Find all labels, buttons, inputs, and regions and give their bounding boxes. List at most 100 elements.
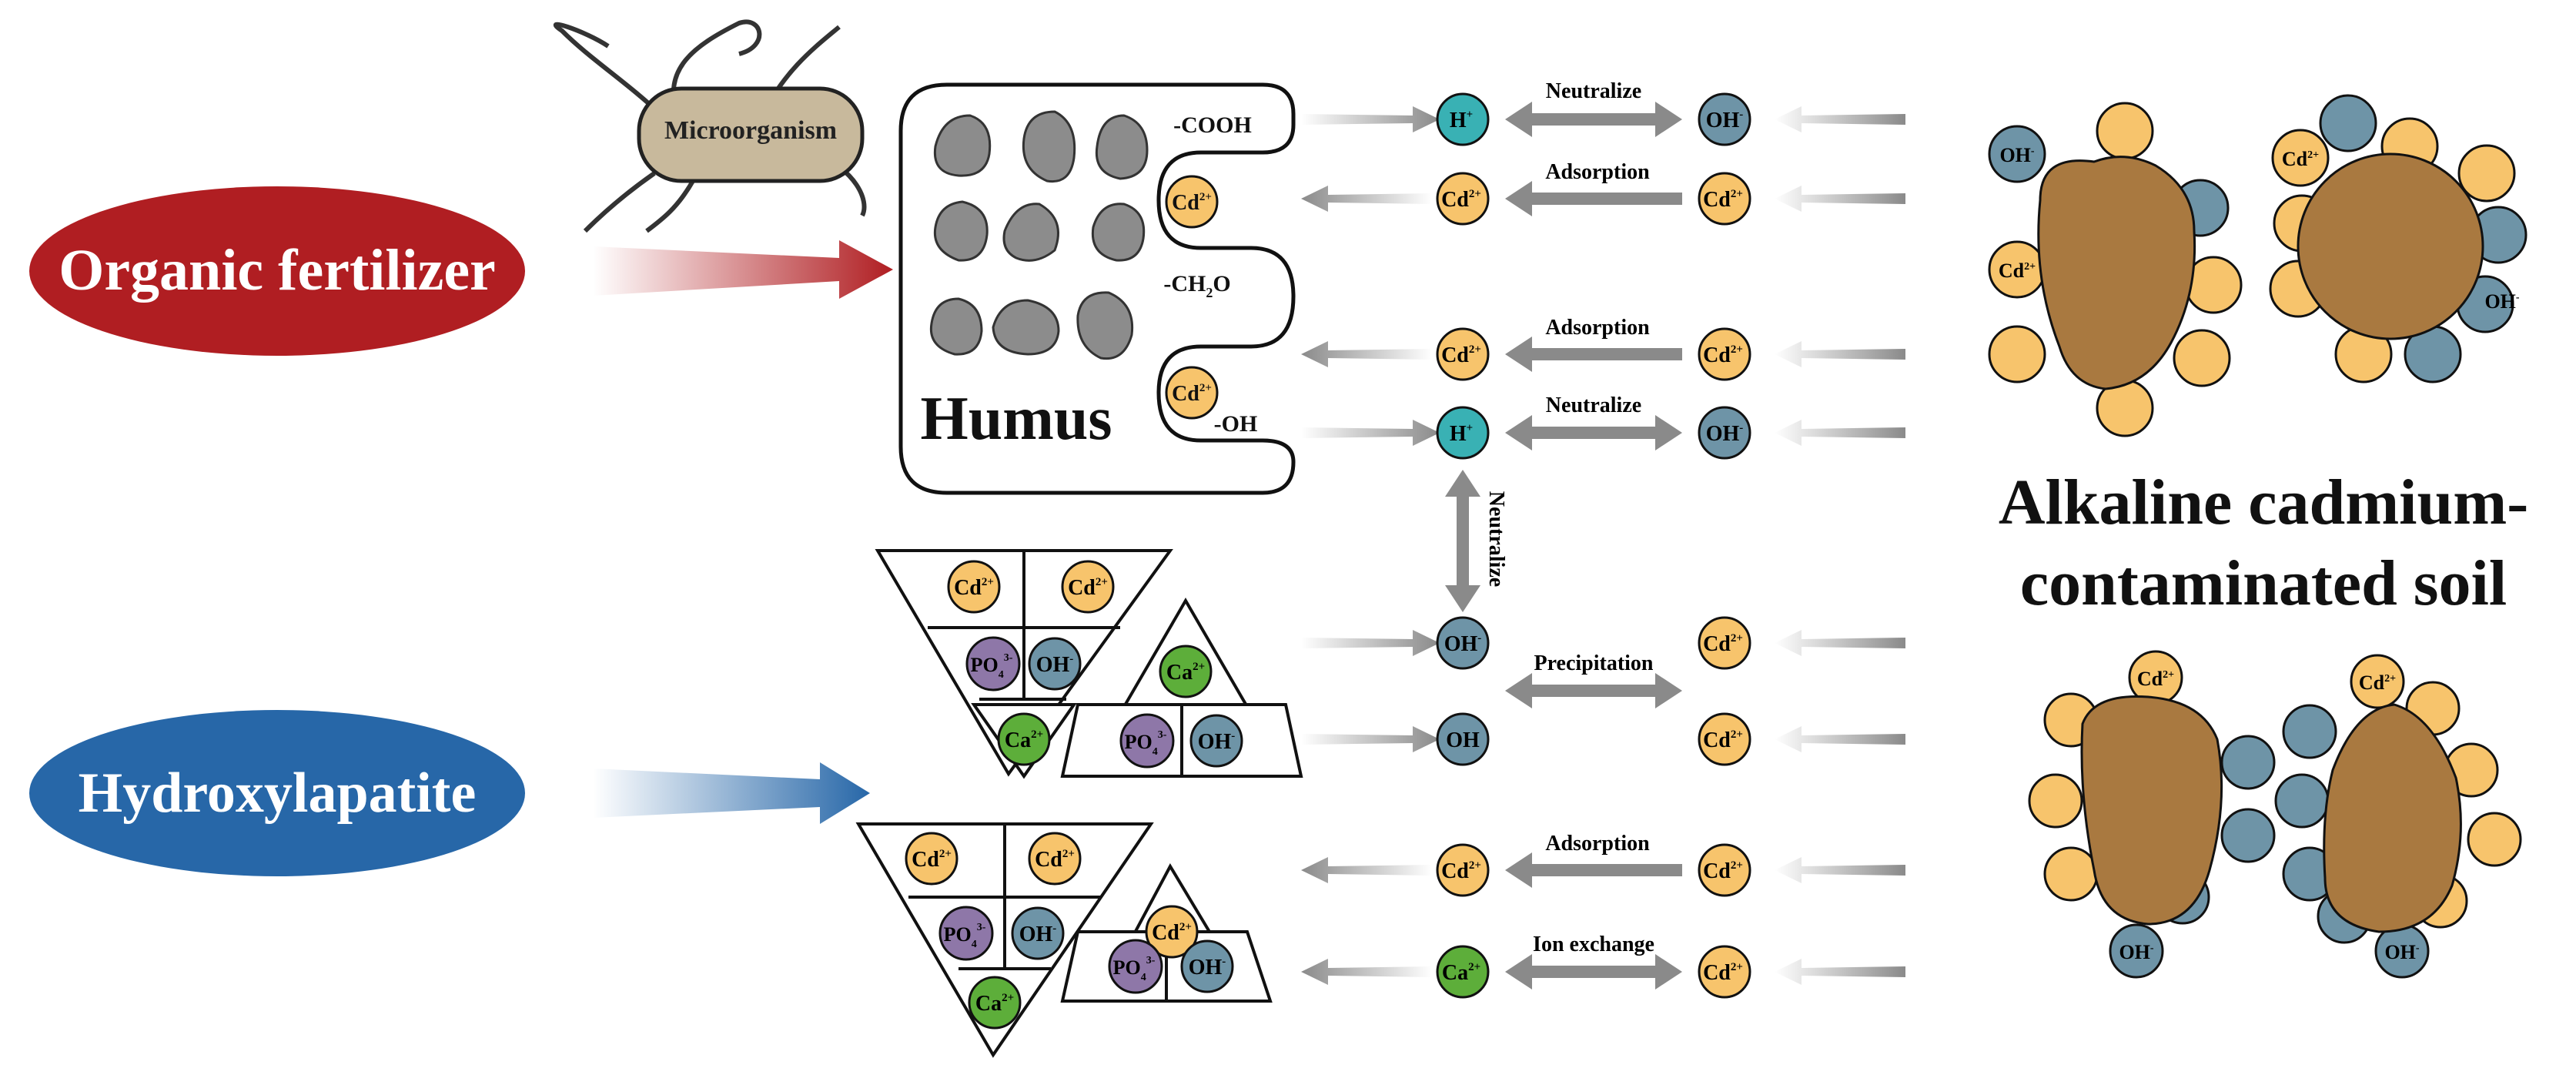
group-oh: -OH [1214, 411, 1258, 437]
gray-arrow-left [1301, 959, 1432, 985]
crystal-ca-ion: Ca2+ [1159, 645, 1213, 698]
pebble [1076, 291, 1134, 360]
cd-ion: Cd2+ [1698, 945, 1751, 999]
single-arrow-left [1505, 337, 1682, 372]
group-cooh: -COOH [1173, 112, 1252, 138]
flagellum-1 [553, 22, 672, 126]
svg-text:Cd2+: Cd2+ [2359, 671, 2396, 694]
single-arrow-left [1505, 181, 1682, 216]
reaction-label: Adsorption [1545, 832, 1650, 856]
single-arrow-left [1505, 852, 1682, 888]
crystal-oh-ion: OH- [1180, 939, 1234, 993]
svg-text:OH-: OH- [2119, 941, 2153, 963]
svg-text:Cd2+: Cd2+ [1068, 576, 1108, 600]
reaction-label: Ion exchange [1533, 933, 1654, 956]
gray-arrow-left [1301, 857, 1432, 883]
soil-blob [2323, 703, 2462, 933]
reaction-row-adsorption-1: Cd2+ Adsorption Cd2+ [1301, 160, 1905, 226]
svg-text:OH-: OH- [1444, 632, 1482, 656]
flagellum-4 [583, 171, 656, 233]
reaction-row-neutralize-1: H+ Neutralize OH- [1301, 79, 1905, 146]
gray-arrow-left [1301, 186, 1432, 212]
svg-text:Ca2+: Ca2+ [1005, 728, 1043, 752]
gray-arrow-left [1775, 959, 1905, 985]
crystal-oh-ion: OH- [1011, 906, 1065, 960]
gray-arrow-right [1301, 630, 1440, 656]
pebble [929, 297, 983, 356]
gray-arrow-left [1775, 341, 1905, 367]
gray-arrow-right [1301, 106, 1440, 132]
crystal-po4-ion: PO43- [938, 906, 994, 961]
crystal-cd-ion: Cd2+ [1145, 905, 1199, 959]
h-ion: H+ [1436, 406, 1490, 460]
gray-arrow-right [1301, 726, 1440, 752]
reaction-label: Adsorption [1545, 316, 1650, 340]
organic-fertilizer-ellipse [29, 186, 525, 356]
pebble [933, 114, 992, 177]
oh-ion: OH- [1436, 616, 1490, 670]
svg-text:Cd2+: Cd2+ [1703, 632, 1743, 656]
reaction-row-precipitation: OH- OH Precipitation Cd2+ Cd2+ [1301, 616, 1905, 766]
pebble [1095, 114, 1149, 180]
svg-text:OH-: OH- [1019, 923, 1057, 946]
svg-text:Cd2+: Cd2+ [1703, 188, 1743, 212]
svg-text:Cd2+: Cd2+ [1441, 343, 1481, 367]
microorganism-body [637, 86, 865, 183]
gray-arrow-left [1301, 341, 1432, 367]
svg-text:PO43-: PO43- [1125, 729, 1167, 758]
ca-ion: Ca2+ [1436, 945, 1490, 999]
pebble [1022, 110, 1076, 183]
oh-ion: OH [1436, 712, 1490, 766]
flagellum-5 [645, 179, 695, 233]
crystal-cd-ion: Cd2+ [947, 560, 1001, 614]
gray-arrow-left [1775, 857, 1905, 883]
reaction-row-neutralize-2: H+ Neutralize OH- [1301, 393, 1905, 460]
microorganism-group: Microorganism [553, 19, 867, 233]
double-arrow [1505, 673, 1682, 708]
organic-fertilizer-arrow [593, 240, 893, 299]
cd-ion: Cd2+ [1436, 172, 1490, 226]
svg-text:H+: H+ [1450, 422, 1473, 446]
svg-text:OH-: OH- [1198, 730, 1236, 754]
svg-text:PO43-: PO43- [971, 652, 1013, 681]
svg-text:Cd2+: Cd2+ [2282, 148, 2319, 170]
crystal-cd-ion: Cd2+ [1061, 560, 1115, 614]
svg-text:Cd2+: Cd2+ [1703, 343, 1743, 367]
svg-text:OH-: OH- [2384, 941, 2419, 963]
pebble [1002, 203, 1059, 262]
crystal-po4-ion: PO43- [1119, 713, 1175, 769]
gray-arrow-left [1775, 726, 1905, 752]
humus-cd-ion-top: Cd2+ [1165, 175, 1219, 229]
crystal-cd-ion: Cd2+ [905, 832, 958, 886]
reaction-row-ion-exchange: Ca2+ Ion exchange Cd2+ [1301, 933, 1905, 999]
reaction-label: Neutralize [1546, 79, 1641, 103]
reaction-row-adsorption-3: Cd2+ Adsorption Cd2+ [1301, 832, 1905, 897]
microorganism-label: Microorganism [664, 116, 837, 145]
svg-text:OH-: OH- [2484, 290, 2519, 313]
cd-ion: Cd2+ [1698, 843, 1751, 897]
organic-fertilizer-label: Organic fertilizer [59, 238, 496, 303]
svg-text:PO43-: PO43- [1113, 955, 1156, 983]
cd-ion: Cd2+ [1698, 172, 1751, 226]
svg-text:Cd2+: Cd2+ [1441, 859, 1481, 883]
hydroxylapatite-group: Hydroxylapatite [29, 710, 870, 876]
svg-text:OH-: OH- [1999, 144, 2034, 166]
svg-text:OH: OH [1446, 728, 1480, 752]
vertical-neutralize: Neutralize [1445, 470, 1508, 612]
humus-group: Humus -COOH -CH2O -OH Cd2+ Cd2+ [898, 82, 1296, 495]
reaction-label-vertical: Neutralize [1484, 491, 1508, 587]
double-arrow [1505, 954, 1682, 990]
group-ch2o: -CH2O [1163, 271, 1230, 300]
oh-ion: OH- [1698, 92, 1751, 146]
svg-text:Ca2+: Ca2+ [975, 992, 1014, 1016]
svg-text:Cd2+: Cd2+ [912, 848, 952, 872]
svg-text:Cd2+: Cd2+ [1703, 859, 1743, 883]
oh-ion: OH- [1698, 406, 1751, 460]
reaction-label: Precipitation [1534, 651, 1653, 675]
soil-particle-2: Cd2+ OH- [2269, 94, 2527, 383]
soil-particle-4: Cd2+ OH- [2274, 654, 2522, 979]
soil-particle-1: OH- Cd2+ [1988, 102, 2243, 437]
cd-ion: Cd2+ [1436, 327, 1490, 381]
humus-cd-ion-bottom: Cd2+ [1165, 366, 1219, 420]
soil-blob [2080, 695, 2223, 926]
